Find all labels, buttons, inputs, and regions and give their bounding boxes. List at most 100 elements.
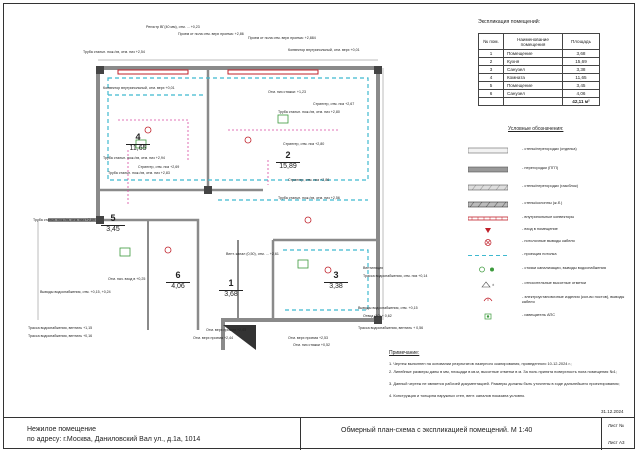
plan-label: Вент. канал (0,50), отм. ... +2,61 bbox=[226, 252, 279, 256]
sheet-format: Лист А3 bbox=[608, 440, 625, 445]
plan-label: Отм. низ стяжки +0,52 bbox=[293, 343, 331, 347]
legend-item: - вход в помещение bbox=[468, 226, 633, 236]
room-number: 3 bbox=[333, 270, 339, 280]
plan-label: Трасса водоснабжения, вентиль +1,15 bbox=[28, 326, 93, 330]
object-address: по адресу: г.Москва, Даниловский Вал ул.… bbox=[27, 436, 201, 443]
ceiling-cable-icon bbox=[484, 239, 492, 246]
room-area: 4,06 bbox=[166, 282, 190, 290]
plan-label: Проем от пола отм. верх проема: +2,86 bbox=[178, 32, 244, 36]
plan-label: Отм. верх проема +2,43 bbox=[206, 328, 247, 332]
gasblock-symbol bbox=[468, 184, 508, 191]
ceiling-projection bbox=[107, 77, 369, 311]
plan-label: Регистр ВГ(40 мм), отм. ... +0,23 bbox=[146, 25, 200, 29]
plan-label: Вентиляция bbox=[363, 266, 384, 270]
sheet-number: Лист № bbox=[608, 423, 624, 428]
plan-label: Отм. низ стяжки: +1,23 bbox=[268, 90, 307, 94]
room-area: 3,38 bbox=[324, 282, 348, 290]
room-area: 15,89 bbox=[276, 162, 300, 170]
plan-label: Стрингер, отм. низ +2,69 bbox=[138, 165, 180, 169]
legend-item: ± - относительные высотные отметки bbox=[468, 280, 633, 290]
drawing-title: Обмерный план-схема с экспликацией помещ… bbox=[341, 427, 533, 434]
legend-item: - потолочные выводы кабеля bbox=[468, 238, 633, 248]
plan-label: Трасса водоснабжения, вентиль + 0,56 bbox=[358, 326, 424, 330]
legend-item: - стены/колонны (ж.б.) bbox=[468, 200, 633, 210]
plan-label: Труба стальн. пож./хв, отм. низ +2,83 bbox=[108, 171, 170, 175]
plan-label: Отм. верх проема +2,44 bbox=[193, 336, 234, 340]
plan-label: Труба стальн. пож./хв, отм. низ +2,94 bbox=[103, 156, 165, 160]
room-area: 11,65 bbox=[126, 144, 150, 152]
room-number: 5 bbox=[110, 213, 116, 223]
plan-label: Труба стальн. пож./хв, отм. низ +2,80 bbox=[278, 110, 340, 114]
columns bbox=[96, 66, 382, 324]
col-header: № пом. bbox=[478, 33, 504, 50]
plan-label: Проем от пола отм. верх проема: +2,884 bbox=[248, 36, 316, 40]
legend-item: - проекция потолка bbox=[468, 251, 633, 261]
plan-label: Трасса водоснабжения, отм. низ +0,14 bbox=[363, 274, 428, 278]
wiring bbox=[118, 119, 338, 205]
legend-item: - перегородки (ПГП) bbox=[468, 165, 633, 175]
plan-label: Выводы водоснабжения, отм. +0,15, +0,24 bbox=[40, 290, 111, 294]
legend-item: - электроустановочные изделия (кол-во по… bbox=[468, 294, 633, 304]
plan-label: Труба стальн. пож./хв, отм. низ +2,54 bbox=[83, 50, 145, 54]
elevation-mark-icon: ± bbox=[481, 281, 495, 288]
notes-title: Примечание: bbox=[389, 350, 420, 356]
col-header: Площадь bbox=[562, 33, 600, 50]
title-block: 31.12.2024 Нежилое помещение по адресу: … bbox=[3, 409, 635, 450]
plan-label: Отм. нач. вход в +0,25 bbox=[108, 277, 146, 281]
plan-label: Конвектор внутрипольный, отм. верх +0,01 bbox=[103, 86, 175, 90]
svg-text:±: ± bbox=[492, 282, 495, 287]
plan-label: Труба стальн. пож./хв, отм. низ +2,89 bbox=[33, 218, 95, 222]
plan-label: Стрингер, отм. низ +2,67 bbox=[313, 102, 355, 106]
note-item: 2. Линейные размеры даны в мм, площади в… bbox=[389, 369, 617, 374]
plan-label: Отм. верх проема +2,53 bbox=[288, 336, 329, 340]
note-item: 3. Данный чертеж не является рабочей док… bbox=[389, 381, 620, 386]
plan-label: Стрингер, отм. низ +2,80 bbox=[283, 142, 325, 146]
room-number: 6 bbox=[175, 270, 181, 280]
wall-finish-symbol bbox=[468, 147, 508, 154]
convectors bbox=[117, 69, 319, 75]
fire-detector-icon bbox=[484, 313, 492, 320]
plan-drawing bbox=[37, 59, 384, 350]
concrete-symbol bbox=[468, 201, 508, 208]
plan-label: Труба стальн. пож./хв, отм. низ +2,56 bbox=[278, 196, 340, 200]
room-number: 1 bbox=[228, 278, 234, 288]
room-number: 2 bbox=[285, 150, 291, 160]
drawing-title-cell: Обмерный план-схема с экспликацией помещ… bbox=[301, 418, 601, 450]
note-item: 1. Чертеж выполнен на основании результа… bbox=[389, 361, 572, 366]
entrance-door bbox=[223, 325, 256, 350]
note-item: 4. Конструкция и толщина наружных стен, … bbox=[389, 393, 526, 398]
object-info: Нежилое помещение по адресу: г.Москва, Д… bbox=[3, 418, 301, 450]
plan-label: Отвод (40) + 0,62 bbox=[363, 314, 392, 318]
riser-icon bbox=[479, 266, 494, 273]
convector-symbol bbox=[468, 216, 508, 221]
object-name: Нежилое помещение bbox=[27, 426, 96, 433]
legend-item: - извещатель АПС bbox=[468, 312, 633, 322]
entrance-icon bbox=[485, 228, 491, 233]
total-row: 42,11 м² bbox=[478, 97, 600, 106]
legend-item: - внутрипольные конвекторы bbox=[468, 214, 633, 224]
legend-item: - стены/перегородки (отделка) bbox=[468, 146, 633, 156]
col-header: Наименование помещения bbox=[503, 33, 563, 50]
ceiling-projection-symbol bbox=[468, 255, 508, 256]
floor-plan: 4 11,65 2 15,89 5 3,45 6 4,06 1 3,68 3 3… bbox=[8, 20, 427, 350]
drawing-date: 31.12.2024 bbox=[601, 409, 624, 414]
explication-title: Экспликация помещений: bbox=[478, 19, 541, 25]
plan-label: Трасса водоснабжения, вентиль +0,16 bbox=[28, 334, 93, 338]
legend-item: - стены/перегородки (газоблок) bbox=[468, 183, 633, 193]
plan-label: Стрингер, отм. низ +2,86 bbox=[288, 178, 330, 182]
dimension-lines bbox=[37, 59, 384, 320]
room-area: 3,45 bbox=[101, 225, 125, 233]
drawing-sheet bbox=[3, 3, 635, 449]
legend-item: - стояки канализации, выводы водоснабжен… bbox=[468, 265, 633, 275]
partition-symbol bbox=[468, 166, 508, 173]
cable-outputs bbox=[144, 126, 332, 274]
plan-label: Конвектор внутрипольный, отм. верх +0,01 bbox=[288, 48, 360, 52]
plan-label: Выводы водоснабжения, отм. +0,15 bbox=[358, 306, 418, 310]
